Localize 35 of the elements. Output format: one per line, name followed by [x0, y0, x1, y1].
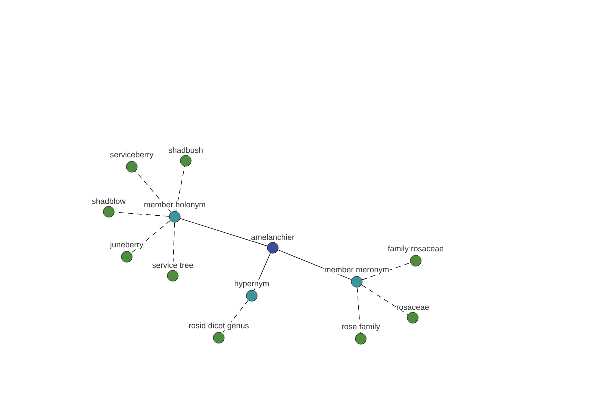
graph-node: service tree	[152, 262, 194, 282]
node-label: family rosaceae	[388, 246, 444, 254]
dashed-line	[131, 220, 171, 254]
graph-node: shadblow	[92, 198, 126, 218]
connector-line	[180, 218, 268, 247]
node-label: shadbush	[168, 147, 203, 154]
graph-node: juneberry	[110, 241, 144, 263]
node-label: service tree	[152, 262, 194, 268]
graph-node: member holonym	[144, 201, 206, 223]
dashed-line	[114, 212, 170, 217]
dashed-line	[357, 287, 361, 334]
graph-node: family rosaceae	[387, 245, 445, 267]
node-label: member holonym	[144, 202, 206, 210]
node-label: amelanchier	[252, 234, 295, 240]
node-label: serviceberry	[110, 152, 154, 160]
dashed-line	[362, 284, 408, 316]
graph-node: rosaceae	[396, 305, 430, 324]
node-label: rosaceae	[397, 306, 430, 310]
graph-node: shadbush	[168, 146, 204, 167]
node-label: rosid dicot genus	[189, 322, 249, 330]
node-label: rose family	[342, 324, 380, 332]
dashed-line	[135, 171, 172, 213]
dashed-line	[222, 300, 249, 334]
dashed-line	[172, 222, 176, 271]
dashed-line	[176, 166, 186, 212]
graph-node: amelanchier	[250, 234, 296, 254]
graph-node: rose family	[341, 323, 381, 345]
node-label: hypernym	[234, 280, 270, 288]
node-label: shadblow	[92, 198, 126, 204]
graph-node: serviceberry	[110, 151, 154, 173]
graph-node: member meronym	[324, 266, 390, 288]
node-label: juneberry	[110, 242, 144, 250]
graph-node: rosid dicot genus	[188, 322, 250, 344]
node-label: member meronym	[325, 266, 389, 274]
graph-node: hypernym	[234, 280, 270, 302]
